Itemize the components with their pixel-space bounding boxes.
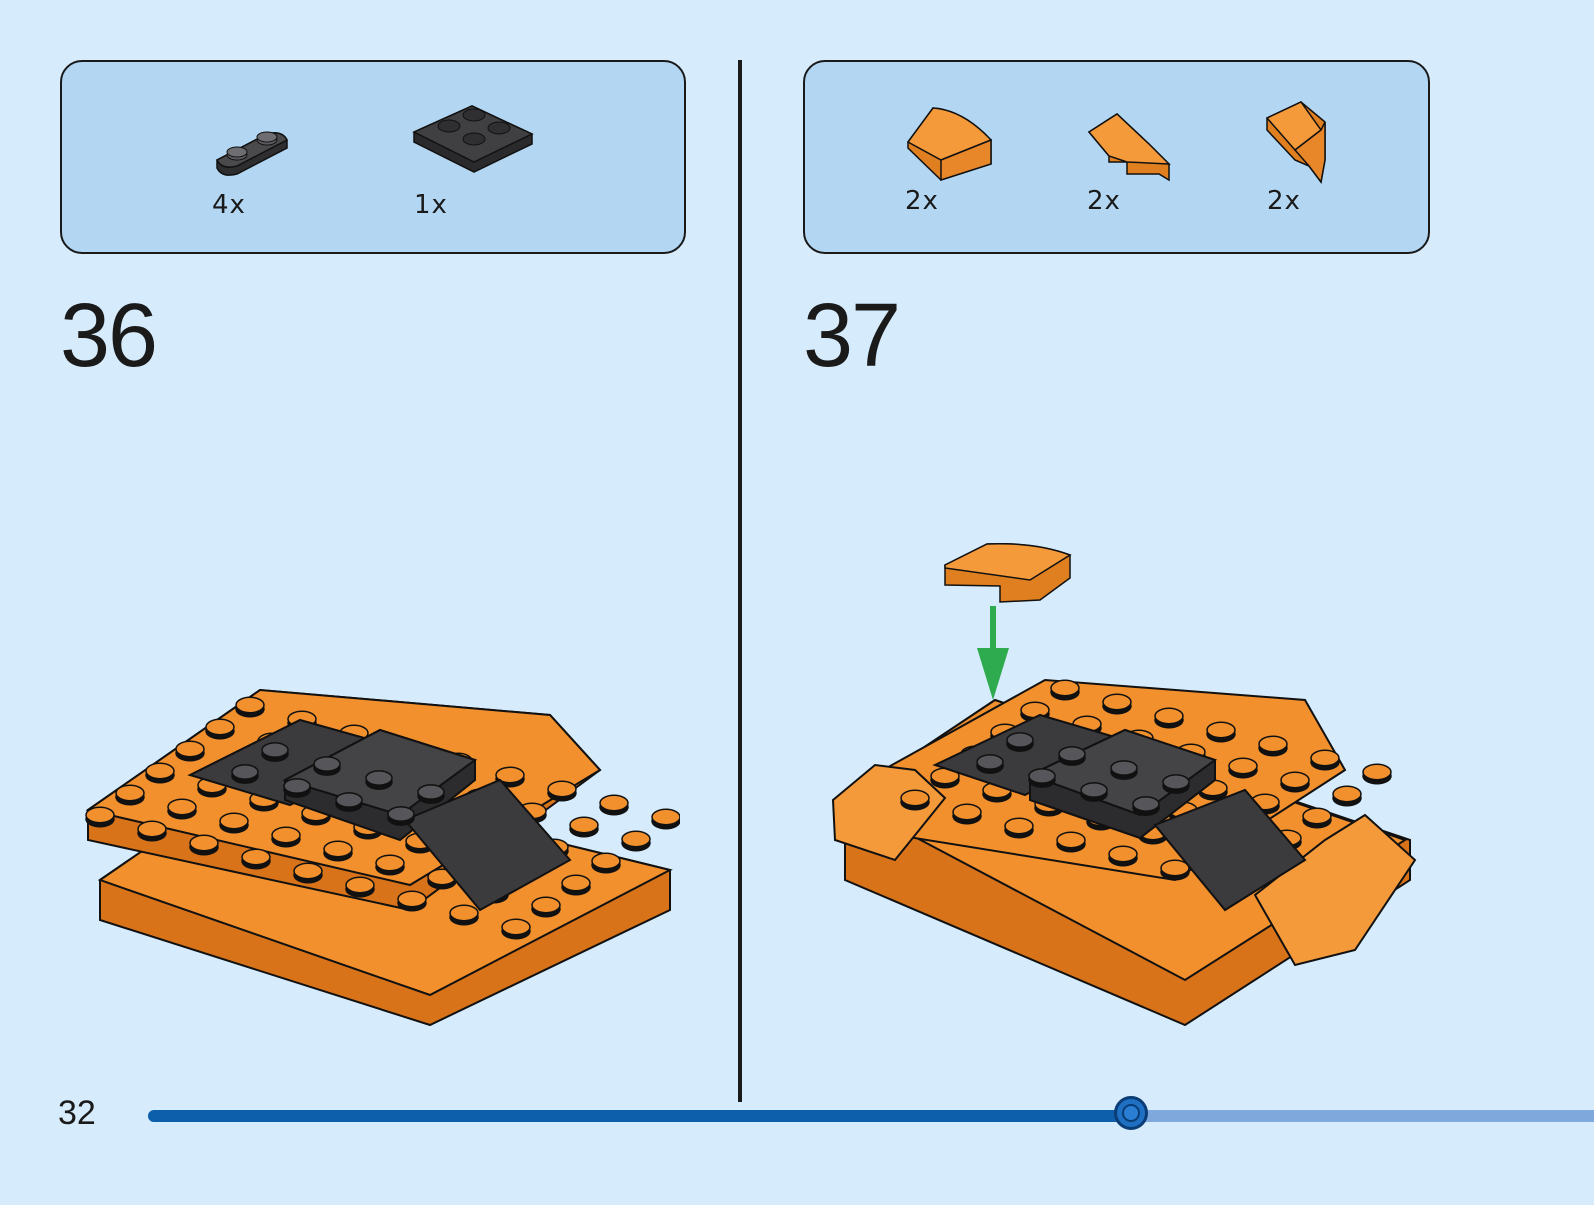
part-qty-2x-c: 2x	[1267, 186, 1301, 216]
parts-list-step-37: 2x 2x 2x	[803, 60, 1430, 254]
part-qty-4x: 4x	[212, 190, 246, 220]
parts-list-step-36: 4x 1x	[60, 60, 686, 254]
step-number-36: 36	[60, 286, 158, 386]
progress-marker	[1114, 1096, 1148, 1130]
part-qty-2x-b: 2x	[1087, 186, 1121, 216]
part-qty-2x-a: 2x	[905, 186, 939, 216]
floating-curved-slope	[944, 543, 1072, 603]
placement-arrow	[977, 606, 1009, 700]
part-qty-1x: 1x	[414, 190, 448, 220]
step-divider	[738, 60, 742, 1102]
progress-fill	[148, 1110, 1131, 1122]
page-number: 32	[58, 1094, 96, 1132]
progress-bar	[148, 1096, 1594, 1130]
step-36-model-illustration	[85, 688, 680, 1027]
step-number-37: 37	[803, 286, 901, 386]
step-37-model-illustration	[831, 543, 1417, 1027]
